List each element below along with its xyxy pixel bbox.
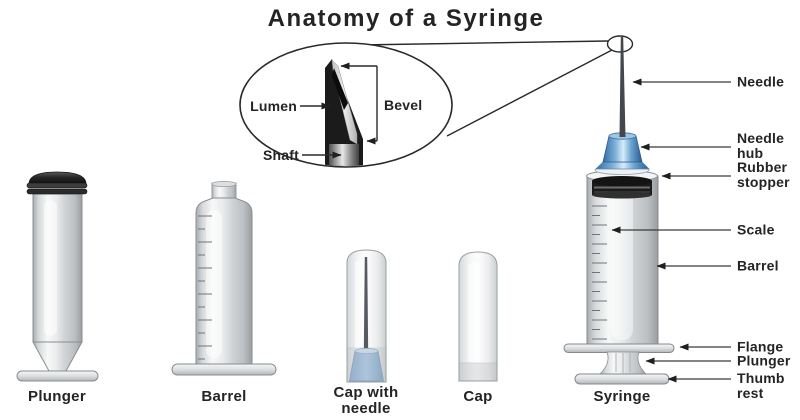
- needle-tip-drawing: [325, 59, 363, 166]
- capped-needle-hub-top: [354, 347, 379, 354]
- barrel-scale-ticks: [198, 215, 212, 360]
- barrel-figure-label: Barrel: [201, 388, 246, 405]
- shaft-label: Shaft: [263, 147, 299, 163]
- stopper-top: [592, 176, 652, 186]
- barrel-nozzle-rim: [211, 180, 237, 187]
- barrel-highlight: [206, 210, 222, 358]
- cap-base-band: [458, 362, 498, 382]
- barrel-flange-shape: [171, 363, 277, 376]
- plunger-stem-ribs: [615, 353, 631, 373]
- thumb-rest-callout-label: Thumb: [737, 370, 785, 386]
- plunger-stopper-rib: [26, 188, 88, 195]
- barrel-body-shape: [195, 197, 253, 367]
- barrel-callout-label: Barrel: [737, 258, 779, 274]
- rubber-stopper-callout-label: stopper: [737, 174, 790, 190]
- cap-figure-label: Cap: [463, 388, 492, 405]
- magnifier-connector-line: [357, 40, 609, 46]
- needle-hub-flare: [595, 161, 650, 170]
- thumb-rest-shape: [574, 373, 670, 385]
- needle-shape: [619, 37, 626, 137]
- barrel-figure: Barrel: [171, 180, 277, 405]
- capped-needle-shape: [363, 257, 369, 352]
- plunger-taper-shape: [32, 341, 83, 372]
- plunger-callout-label: Plunger: [737, 353, 791, 369]
- syringe-figure-label: Syringe: [593, 388, 650, 405]
- needle-shaft-inner: [329, 144, 359, 166]
- syringe-scale-ticks: [592, 205, 607, 340]
- cap-base-band: [346, 347, 387, 383]
- plunger-rod-shape: [32, 193, 83, 343]
- syringe-callouts: Needle Needle hub Rubber stopper Scale B…: [611, 74, 791, 401]
- syringe-figure: Syringe: [357, 35, 675, 405]
- magnifier-connector-line: [446, 49, 613, 137]
- plunger-figure: Plunger: [16, 171, 99, 405]
- flange-callout-label: Flange: [737, 339, 783, 355]
- needle-hub-callout-label: hub: [737, 145, 763, 161]
- stopper-bottom: [592, 191, 652, 199]
- syringe-barrel-highlight: [611, 182, 633, 340]
- plunger-stopper-dome: [28, 171, 87, 185]
- needle-hub-shape: [602, 135, 643, 163]
- needle-hub-callout-label: Needle: [737, 130, 784, 146]
- needle-callout-label: Needle: [737, 74, 784, 90]
- cap-figure: Cap: [458, 251, 498, 405]
- magnifier-source-circle: [606, 35, 634, 53]
- cap-highlight: [468, 262, 480, 362]
- cap-with-needle-figure-label: needle: [341, 400, 390, 417]
- bevel-label: Bevel: [384, 97, 422, 113]
- cap-highlight: [355, 260, 364, 355]
- rubber-stopper-callout-label: Rubber: [737, 159, 788, 175]
- cap-with-needle-figure: Cap with needle: [334, 249, 399, 417]
- plunger-figure-label: Plunger: [28, 388, 86, 405]
- plunger-highlight: [44, 200, 57, 336]
- lumen-label: Lumen: [250, 98, 297, 114]
- cap-with-needle-figure-label: Cap with: [334, 384, 399, 401]
- scale-callout-label: Scale: [737, 222, 775, 238]
- page-title: Anatomy of a Syringe: [268, 5, 545, 32]
- magnifier-inset: Bevel Lumen Shaft: [239, 42, 453, 168]
- plunger-base-disc: [16, 370, 99, 382]
- thumb-rest-callout-label: rest: [737, 385, 764, 401]
- plunger-stopper-rib: [26, 182, 88, 189]
- lumen-opening: [332, 68, 348, 110]
- flange-shape: [563, 343, 675, 353]
